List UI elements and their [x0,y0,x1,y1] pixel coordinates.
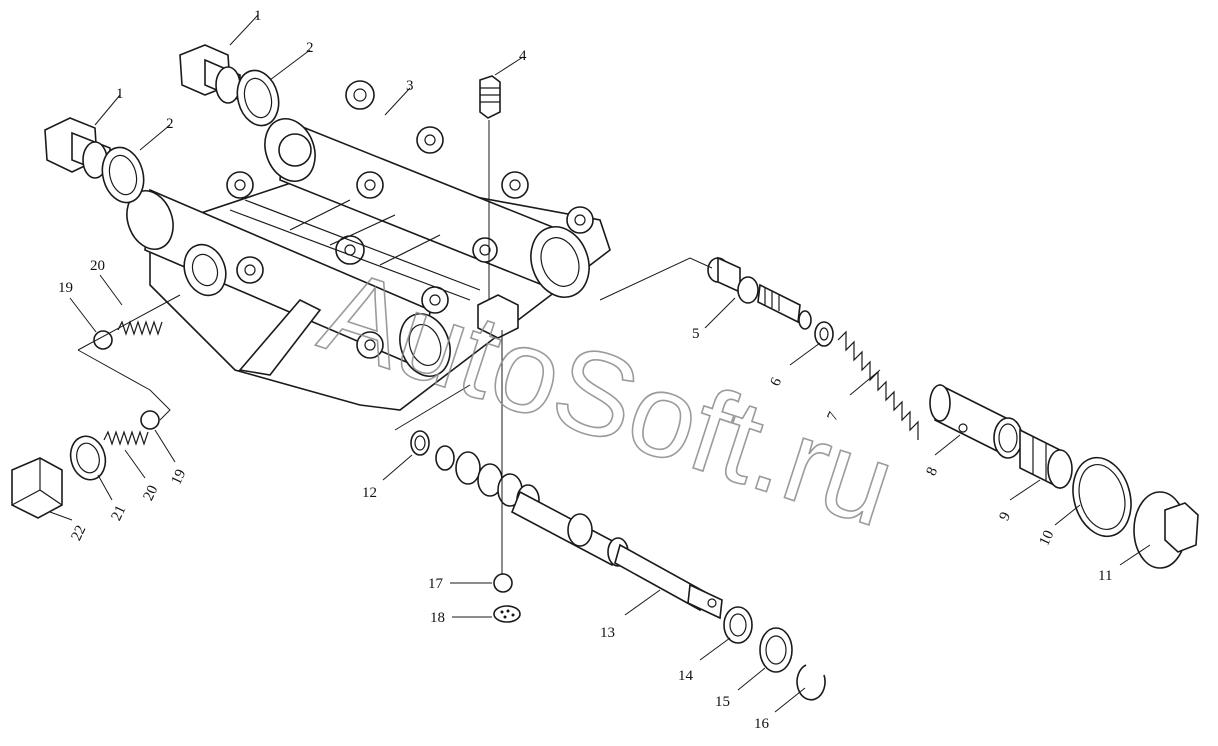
o-ring-small [410,430,430,456]
callout-18: 18 [430,610,445,626]
callout-22: 22 [69,523,90,543]
bleed-fitting [479,75,501,119]
callout-9: 9 [997,510,1015,524]
callout-1b: 1 [116,86,124,102]
callout-21: 21 [109,503,130,523]
callout-16: 16 [754,716,770,732]
callout-19a: 19 [58,280,73,296]
callout-14: 14 [678,668,694,684]
coil-spring-right [837,330,919,440]
washer-21 [69,435,107,481]
callout-1a: 1 [254,8,262,24]
washer-14 [723,606,753,644]
callout-4: 4 [519,48,527,64]
callout-3: 3 [406,78,414,94]
callout-15: 15 [715,694,730,710]
bushing-15 [759,627,793,673]
seal-ring-right [1072,456,1132,538]
callout-2b: 2 [166,116,174,132]
callout-11: 11 [1098,568,1112,584]
callout-20b: 20 [141,483,162,503]
shaft-assembly [435,445,723,620]
gasket-upper [236,69,280,127]
callout-13: 13 [600,625,615,641]
callout-17: 17 [428,576,444,592]
ball-19-lower [140,410,160,430]
gasket-lower [101,146,145,204]
spring-20-lower [103,430,149,446]
valve-sleeve [929,383,1023,459]
mounting-boss-holes [226,80,594,359]
plug-lower [44,117,111,179]
end-plug-right [1133,491,1199,569]
valve-body-housing [126,80,611,411]
filter-disc-18 [493,605,521,623]
watermark-text: AutoSoft.ru [307,244,909,552]
spring-seat [814,321,834,347]
callout-20a: 20 [90,258,105,274]
callout-12: 12 [362,485,377,501]
spring-20-upper [117,320,163,336]
hex-plug-22 [11,457,63,519]
callout-19b: 19 [169,467,190,487]
callout-10: 10 [1037,528,1058,548]
callout-5: 5 [692,326,700,342]
callout-8: 8 [924,465,942,479]
callout-2a: 2 [306,40,314,56]
ball-19-upper [93,330,113,350]
ball-17 [493,573,513,593]
plug-upper [179,44,241,104]
snap-ring-16 [796,664,826,701]
piston [1019,428,1073,490]
watermark: AutoSoft.ru [306,243,910,553]
valve-spool [707,256,812,330]
